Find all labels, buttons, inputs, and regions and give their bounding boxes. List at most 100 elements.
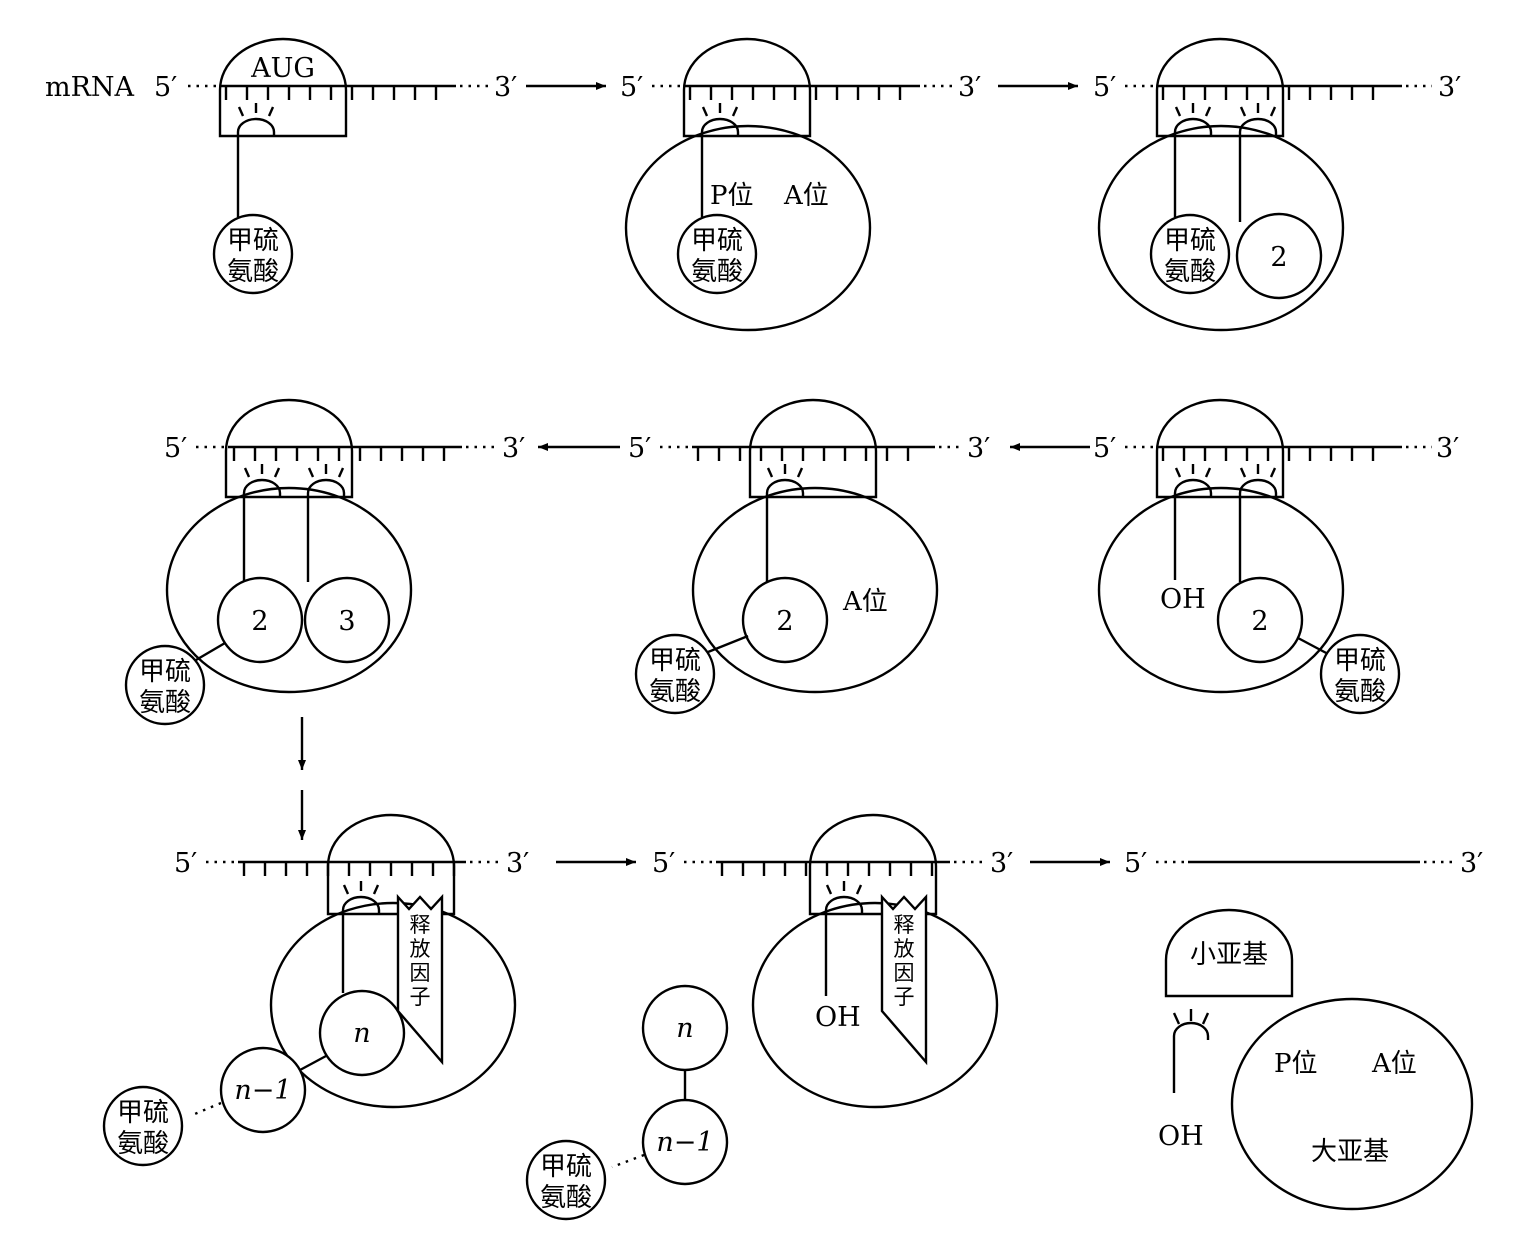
large-subunit bbox=[751, 901, 999, 1109]
amino-acid-label: n bbox=[353, 1018, 370, 1049]
large-subunit bbox=[691, 486, 939, 694]
release-factor-label: 释 bbox=[894, 913, 915, 937]
amino-acid-label: n−1 bbox=[234, 1075, 291, 1106]
codon-ticks bbox=[1161, 86, 1375, 100]
methionine-circle bbox=[212, 213, 294, 295]
anticodon-bases bbox=[1174, 103, 1212, 117]
peptide-bond bbox=[707, 634, 749, 654]
release-factor-label: 子 bbox=[410, 985, 431, 1009]
release-factor-label: 释 bbox=[410, 913, 431, 937]
three-prime-label: 3′ bbox=[1436, 433, 1459, 464]
small-subunit bbox=[218, 37, 348, 138]
methionine-label: 甲硫 bbox=[691, 226, 743, 256]
anticodon-bases bbox=[1172, 1009, 1210, 1025]
amino-acid-label: 2 bbox=[251, 606, 268, 637]
panel-peptide-bond: 5′ 3′ OH 2 甲硫 氨酸 bbox=[1093, 398, 1459, 715]
panel-elongation: 5′ 3′ 2 3 甲硫 氨酸 bbox=[124, 398, 525, 726]
anticodon bbox=[1173, 478, 1213, 497]
anticodon bbox=[242, 478, 282, 497]
amino-acid-label: n bbox=[676, 1013, 693, 1044]
methionine-circle bbox=[525, 1139, 607, 1221]
anticodon bbox=[700, 117, 740, 136]
methionine-label: 氨酸 bbox=[1334, 677, 1386, 707]
three-prime-label: 3′ bbox=[506, 848, 529, 879]
release-factor bbox=[396, 893, 444, 1066]
methionine-label: 氨酸 bbox=[649, 677, 701, 707]
methionine-label: 氨酸 bbox=[1164, 257, 1216, 287]
anticodon-bases bbox=[243, 464, 281, 478]
anticodon bbox=[1173, 117, 1213, 136]
small-subunit bbox=[326, 813, 456, 916]
three-prime-label: 3′ bbox=[502, 433, 525, 464]
amino-acid-n bbox=[318, 989, 406, 1077]
a-site-label: A位 bbox=[783, 181, 829, 211]
amino-acid-label: n−1 bbox=[656, 1127, 713, 1158]
start-codon-label: AUG bbox=[250, 53, 315, 84]
peptide-bond bbox=[299, 1054, 327, 1072]
three-prime-label: 3′ bbox=[958, 72, 981, 103]
amino-acid-2 bbox=[216, 576, 304, 664]
hydroxyl-label: OH bbox=[815, 1002, 861, 1033]
large-subunit bbox=[269, 901, 517, 1109]
three-prime-label: 3′ bbox=[1460, 848, 1483, 879]
methionine-label: 甲硫 bbox=[117, 1098, 169, 1128]
anticodon-bases bbox=[342, 881, 380, 895]
small-subunit bbox=[1155, 37, 1285, 138]
large-subunit bbox=[1097, 124, 1345, 332]
amino-acid-label: 3 bbox=[338, 606, 355, 637]
a-site-label: A位 bbox=[842, 587, 888, 617]
small-subunit bbox=[748, 398, 878, 499]
five-prime-label: 5′ bbox=[1124, 848, 1147, 879]
amino-acid-label: 2 bbox=[1270, 242, 1287, 273]
amino-acid-label: 2 bbox=[1251, 606, 1268, 637]
codon-ticks bbox=[232, 447, 446, 461]
anticodon-bases bbox=[1239, 464, 1277, 478]
methionine-circle bbox=[634, 633, 716, 715]
small-subunit bbox=[1155, 398, 1285, 499]
anticodon bbox=[765, 478, 805, 497]
methionine-label: 氨酸 bbox=[139, 688, 191, 718]
small-subunit bbox=[808, 813, 938, 916]
release-factor-label: 放 bbox=[894, 937, 915, 961]
hydroxyl-label: OH bbox=[1158, 1121, 1204, 1152]
methionine-circle bbox=[124, 644, 206, 726]
anticodon bbox=[341, 895, 381, 914]
five-prime-label: 5′ bbox=[174, 848, 197, 879]
codon-ticks bbox=[242, 862, 456, 876]
anticodon-bases bbox=[1174, 464, 1212, 478]
amino-acid-2 bbox=[1216, 576, 1304, 664]
panel-aminoacyl-entry: 5′ 3′ 甲硫 氨酸 2 bbox=[1093, 37, 1461, 332]
small-subunit bbox=[224, 398, 354, 499]
amino-acid-n-minus-1 bbox=[219, 1046, 307, 1134]
anticodon-bases bbox=[237, 103, 275, 117]
peptide-bond bbox=[1297, 636, 1331, 657]
anticodon-bases bbox=[825, 881, 863, 895]
anticodon-bases bbox=[307, 464, 345, 478]
methionine-label: 甲硫 bbox=[1334, 646, 1386, 676]
panel-peptide-release: 5′ 3′ OH 释 放 因 子 n n−1 甲硫 氨酸 bbox=[525, 813, 1013, 1221]
methionine-circle bbox=[102, 1085, 184, 1167]
codon-ticks bbox=[720, 862, 934, 876]
panel-ribosome-assembly: 5′ 3′ P位 A位 甲硫 氨酸 bbox=[620, 37, 981, 332]
large-subunit bbox=[1097, 486, 1345, 694]
p-site-label: P位 bbox=[710, 181, 754, 211]
codon-ticks bbox=[688, 86, 902, 100]
large-subunit bbox=[165, 486, 413, 694]
methionine-circle bbox=[1319, 633, 1401, 715]
hydroxyl-label: OH bbox=[1160, 584, 1206, 615]
panel-translocation: 5′ 3′ A位 2 甲硫 氨酸 bbox=[628, 398, 990, 715]
release-factor-label: 因 bbox=[410, 961, 431, 985]
release-factor-label: 子 bbox=[894, 985, 915, 1009]
amino-acid-3 bbox=[303, 576, 391, 664]
methionine-circle bbox=[1149, 213, 1231, 295]
methionine-label: 甲硫 bbox=[1164, 226, 1216, 256]
anticodon-bases bbox=[766, 464, 804, 478]
small-subunit bbox=[682, 37, 812, 138]
methionine-label: 甲硫 bbox=[227, 226, 279, 256]
p-site-label: P位 bbox=[1274, 1049, 1318, 1079]
methionine-label: 甲硫 bbox=[540, 1152, 592, 1182]
amino-acid-2 bbox=[1235, 212, 1323, 300]
three-prime-label: 3′ bbox=[967, 433, 990, 464]
methionine-label: 甲硫 bbox=[649, 646, 701, 676]
